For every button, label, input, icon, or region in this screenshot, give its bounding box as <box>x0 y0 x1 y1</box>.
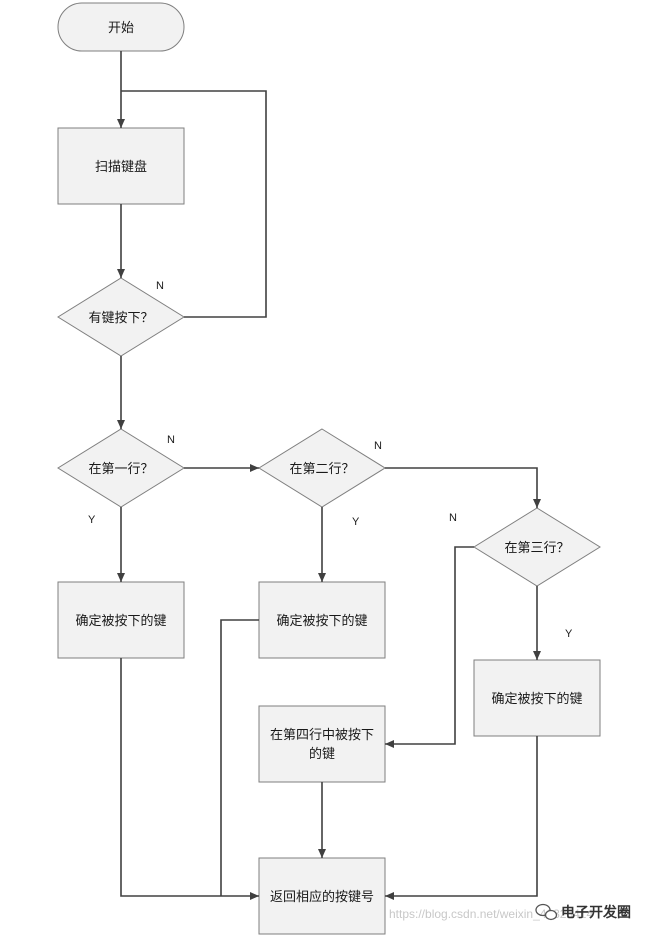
label-row3-no: N <box>449 512 457 524</box>
label-row1-no: N <box>167 434 175 446</box>
key-pressed-label: 有键按下？ <box>88 311 153 326</box>
row1-label: 在第一行？ <box>88 462 153 477</box>
row4-key-label-line1: 在第四行中被按下 <box>270 728 374 743</box>
row4-key-label-line2: 的键 <box>309 746 335 762</box>
label-row2-no: N <box>374 440 382 452</box>
edge-row2-to-row3 <box>385 467 541 508</box>
watermark-brand: 电子开发圈 <box>561 904 631 921</box>
confirm-key-label-3: 确定被按下的键 <box>491 691 582 707</box>
return-key-box <box>258 857 386 935</box>
label-key-no: N <box>156 280 164 292</box>
scan-keyboard-box <box>57 127 185 205</box>
row2-label: 在第二行？ <box>289 462 354 477</box>
scan-keyboard-label: 扫描键盘 <box>95 159 147 175</box>
label-row2-yes: Y <box>352 516 360 528</box>
edge-row3-to-row4 <box>385 546 474 748</box>
label-row1-yes: Y <box>88 514 96 526</box>
row4-key-box <box>258 705 386 783</box>
confirm-key-label-1: 确定被按下的键 <box>75 613 166 629</box>
edge-loop-no-key <box>121 90 267 318</box>
wechat-icon <box>535 903 558 921</box>
return-key-label: 返回相应的按键号 <box>270 889 374 905</box>
label-row3-yes: Y <box>565 628 573 640</box>
edge-confirm2-to-return <box>220 619 259 896</box>
start-label: 开始 <box>108 21 134 36</box>
confirm-key-label-2: 确定被按下的键 <box>276 613 367 629</box>
edge-confirm1-to-return <box>120 658 259 900</box>
edge-confirm3-to-return <box>385 736 538 900</box>
row3-label: 在第三行？ <box>504 541 569 556</box>
watermark-url: https://blog.csdn.net/weixin_42326414 <box>389 907 593 921</box>
